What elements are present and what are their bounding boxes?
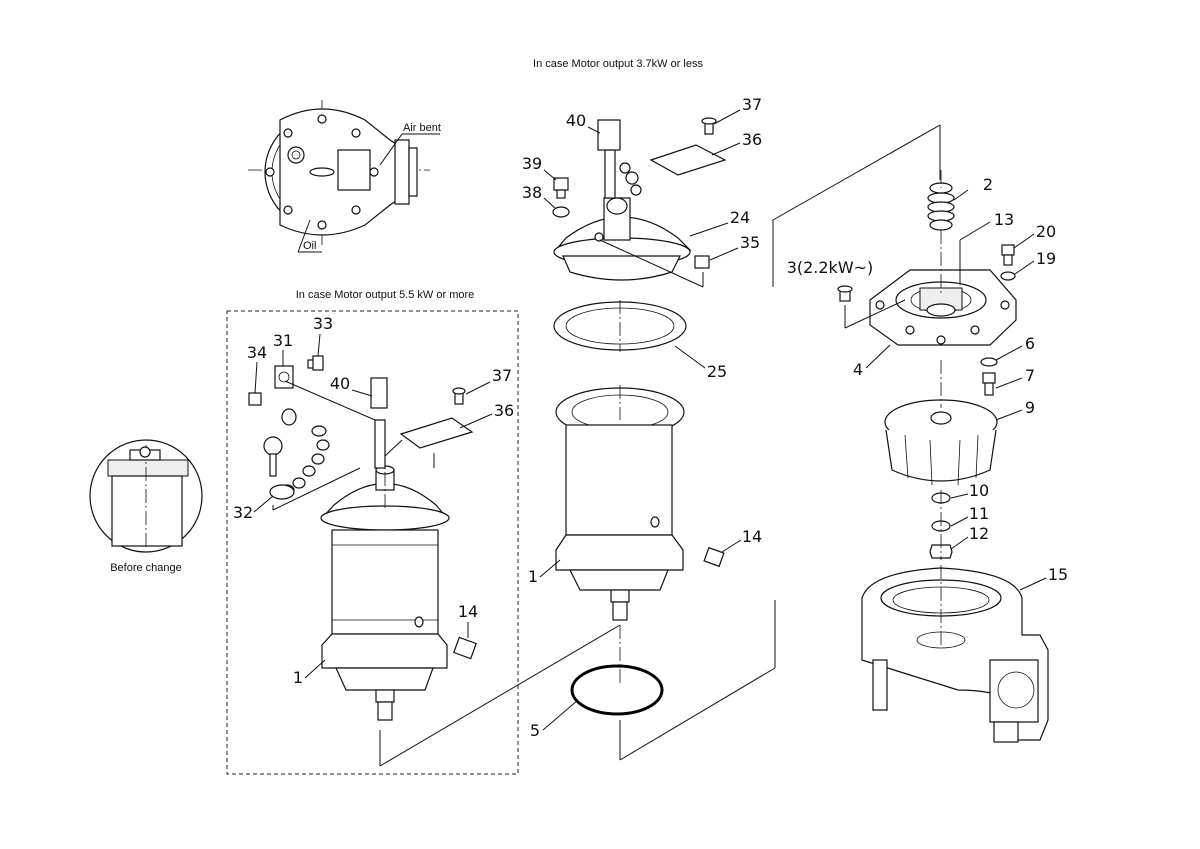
- label-40-left: 40: [330, 374, 350, 393]
- label-24: 24: [730, 208, 750, 227]
- label-39: 39: [522, 154, 542, 173]
- label-19: 19: [1036, 249, 1056, 268]
- label-20: 20: [1036, 222, 1056, 241]
- label-9: 9: [1025, 398, 1035, 417]
- label-4: 4: [853, 360, 863, 379]
- right-pump-assembly: [837, 170, 1049, 743]
- label-6: 6: [1025, 334, 1035, 353]
- label-14-mid: 14: [742, 527, 762, 546]
- label-34: 34: [247, 343, 267, 362]
- label-2: 2: [983, 175, 993, 194]
- label-37-mid: 37: [742, 95, 762, 114]
- label-1-left: 1: [293, 668, 303, 687]
- oil-label: Oil: [303, 240, 316, 252]
- label-14-left: 14: [458, 602, 478, 621]
- label-15: 15: [1048, 565, 1068, 584]
- top-view-detail: Air bent Oil: [248, 100, 441, 253]
- label-13: 13: [994, 210, 1014, 229]
- middle-motor-assembly: [379, 117, 941, 767]
- label-7: 7: [1025, 366, 1035, 385]
- label-25: 25: [707, 362, 727, 381]
- before-change-detail: Before change: [89, 439, 203, 574]
- title-small-output: In case Motor output 3.7kW or less: [533, 58, 703, 70]
- label-12: 12: [969, 524, 989, 543]
- part-number-labels: 1 1 2 3(2.2kW~) 4 5 6 7 9 10 11 12 13 14…: [233, 95, 1068, 740]
- label-32: 32: [233, 503, 253, 522]
- left-motor-assembly: [248, 355, 477, 721]
- label-36-mid: 36: [742, 130, 762, 149]
- label-36-left: 36: [494, 401, 514, 420]
- label-1-mid: 1: [528, 567, 538, 586]
- label-40-mid: 40: [566, 111, 586, 130]
- title-large-output: In case Motor output 5.5 kW or more: [296, 289, 475, 301]
- large-output-boundary: [226, 310, 519, 775]
- label-5: 5: [530, 721, 540, 740]
- before-change-caption: Before change: [110, 562, 182, 574]
- air-bent-label: Air bent: [403, 122, 441, 134]
- label-38: 38: [522, 183, 542, 202]
- label-11: 11: [969, 504, 989, 523]
- label-3: 3(2.2kW~): [787, 258, 874, 277]
- label-31: 31: [273, 331, 293, 350]
- label-35: 35: [740, 233, 760, 252]
- label-37-left: 37: [492, 366, 512, 385]
- label-33: 33: [313, 314, 333, 333]
- label-10: 10: [969, 481, 989, 500]
